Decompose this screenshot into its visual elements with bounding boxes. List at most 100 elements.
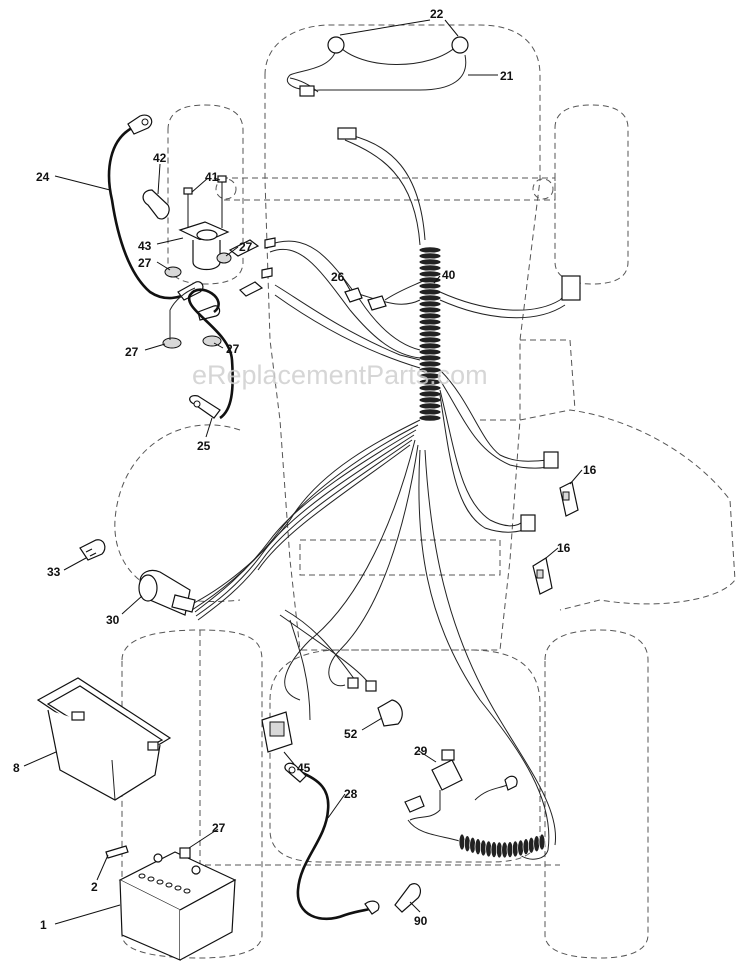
callout-26: 26: [331, 270, 345, 284]
frame-outline: [264, 24, 541, 651]
callout-16-a: 16: [583, 463, 597, 477]
switches-16: [532, 481, 579, 595]
callout-2: 2: [91, 880, 98, 894]
callout-24: 24: [36, 170, 50, 184]
rear-components: [261, 699, 403, 921]
callout-30: 30: [106, 613, 120, 627]
callout-27-a: 27: [138, 256, 152, 270]
callout-27-d: 27: [226, 342, 240, 356]
cable-25: [187, 288, 234, 420]
battery-cell-cap: [165, 882, 173, 888]
axle-pivot-left: [215, 178, 237, 200]
sleeve-coil-ring: [418, 348, 442, 356]
callout-labels: 22 21 24 42 41 43 27 27 27 27 27 26 40 2…: [13, 7, 597, 932]
washer-27-c: [162, 337, 182, 349]
ring-terminal-top: [127, 114, 153, 135]
sleeve-coil-ring: [418, 408, 442, 416]
sleeve-coil-ring: [418, 276, 442, 284]
main-harness: [189, 127, 581, 860]
key-33: [79, 539, 106, 561]
callout-8: 8: [13, 761, 20, 775]
axle-pivot-right: [532, 178, 554, 200]
battery-cell-cap: [174, 885, 182, 891]
callout-21: 21: [500, 69, 514, 83]
front-wheel-left: [167, 104, 244, 285]
headlight-bulb-left: [327, 36, 345, 54]
front-wheel-right: [554, 104, 629, 285]
callout-41: 41: [205, 170, 219, 184]
ring-terminal-25: [189, 395, 221, 419]
sleeve-coil-ring: [418, 396, 442, 404]
tractor-outline: [114, 24, 736, 959]
callout-16-b: 16: [557, 541, 571, 555]
sleeve-coil-ring: [418, 414, 442, 422]
rear-deck-line: [199, 630, 560, 866]
callout-90: 90: [414, 914, 428, 928]
callout-52: 52: [344, 727, 358, 741]
part-29: [404, 749, 546, 859]
callout-33: 33: [47, 565, 61, 579]
sleeve-coil-ring: [418, 282, 442, 290]
ignition-group: [79, 539, 196, 616]
callout-29: 29: [414, 744, 428, 758]
fuel-connector: [337, 127, 357, 140]
rear-wheel-right: [544, 629, 649, 959]
callout-40: 40: [442, 268, 456, 282]
sleeve-coil-ring: [418, 252, 442, 260]
terminal-90: [394, 883, 422, 913]
headlight-connector: [299, 85, 315, 97]
rh-connector: [561, 275, 581, 301]
sleeve-coil-ring: [418, 402, 442, 410]
connectors-26: [344, 287, 387, 311]
sleeve-coil-ring: [418, 246, 442, 254]
callout-43: 43: [138, 239, 152, 253]
harness-sleeve: [418, 246, 442, 422]
sleeve-coil-ring: [418, 336, 442, 344]
headlight-harness: [287, 36, 469, 97]
battery-box-8: [36, 677, 172, 801]
sleeve-coil-ring: [418, 300, 442, 308]
sleeve-coil-ring: [418, 264, 442, 272]
sleeve-coil-ring: [418, 342, 442, 350]
sleeve-coil-ring: [418, 294, 442, 302]
sleeve-coil-ring: [418, 312, 442, 320]
sleeve-coil-ring: [418, 288, 442, 296]
connector-a: [543, 451, 559, 469]
rear-wheel-left: [121, 629, 263, 959]
washer-27-d: [202, 335, 222, 347]
boot-42: [142, 189, 170, 220]
sleeve-coil-ring: [418, 390, 442, 398]
right-fender: [519, 409, 736, 611]
battery-cell-cap: [147, 876, 155, 882]
battery-cell-cap: [156, 879, 164, 885]
cable-28: [296, 770, 373, 921]
sleeve-coil-ring: [418, 306, 442, 314]
callout-22: 22: [430, 7, 444, 21]
callout-25: 25: [197, 439, 211, 453]
callout-45: 45: [297, 761, 311, 775]
nut-27: [179, 847, 191, 859]
connector-b: [520, 514, 536, 532]
callout-42: 42: [153, 151, 167, 165]
left-fender: [114, 424, 241, 602]
washer-27-b: [216, 252, 232, 264]
leader-lines: [23, 19, 583, 925]
callout-27-c: 27: [125, 345, 139, 359]
sleeve-coil-ring: [418, 258, 442, 266]
sleeve-coil-ring: [418, 318, 442, 326]
sleeve-coil-ring: [418, 330, 442, 338]
coil-lead-ring: [538, 833, 546, 851]
axle-bar: [221, 177, 556, 201]
bolt-2: [105, 845, 129, 859]
seat-outline: [269, 649, 541, 863]
headlight-bulb-right: [451, 36, 469, 54]
cable-24: [107, 126, 191, 300]
callout-27-e: 27: [212, 821, 226, 835]
seat-switch-52: [377, 699, 403, 727]
battery-cell-cap: [138, 873, 146, 879]
battery-1: [105, 845, 237, 961]
callout-1: 1: [40, 918, 47, 932]
watermark: eReplacementParts.com: [192, 360, 488, 390]
solenoid-cluster: [107, 114, 276, 420]
